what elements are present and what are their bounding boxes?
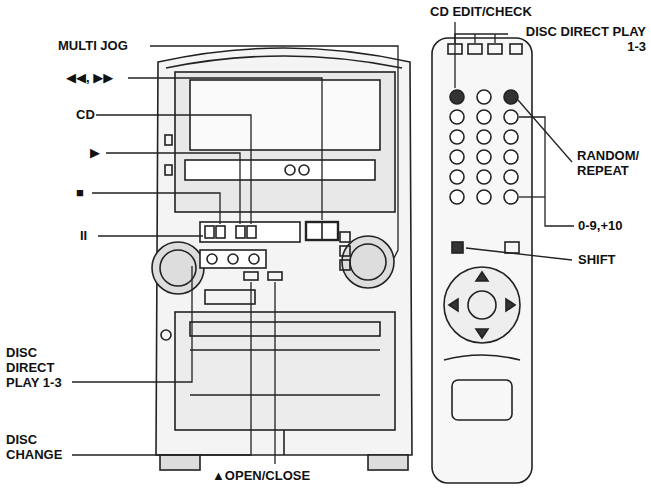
callout-label: 0-9,+10 <box>578 218 622 233</box>
leader-line <box>72 266 192 382</box>
leader-lines <box>72 22 574 464</box>
remote-button <box>477 170 491 184</box>
callout-label: RANDOM/ REPEAT <box>577 148 649 178</box>
leader-line <box>98 235 203 236</box>
callout-label: DISC CHANGE <box>6 432 76 462</box>
remote-button <box>450 130 464 144</box>
leader-line <box>519 196 545 197</box>
remote-button <box>450 170 464 184</box>
button-symbol: ■ <box>76 185 84 200</box>
remote-button <box>450 190 464 204</box>
remote-button <box>477 130 491 144</box>
callout-label: ▲OPEN/CLOSE <box>212 468 310 483</box>
remote-button <box>504 190 518 204</box>
leader-line <box>494 34 495 43</box>
leader-line <box>519 117 574 226</box>
leader-line <box>466 248 572 260</box>
remote-button <box>504 150 518 164</box>
remote-button <box>477 110 491 124</box>
main-unit <box>152 48 412 470</box>
remote-button <box>477 90 491 104</box>
remote-button <box>477 190 491 204</box>
leader-line <box>474 34 475 43</box>
leader-line <box>92 193 220 224</box>
callout-label: CD EDIT/CHECK <box>430 4 580 19</box>
button-symbol: ▶ <box>90 145 100 160</box>
callout-label: CD <box>76 107 95 122</box>
callout-label: DISC DIRECT PLAY 1-3 <box>512 24 646 54</box>
callout-label: SHIFT <box>578 252 616 267</box>
remote-button <box>504 130 518 144</box>
remote-control <box>432 38 532 483</box>
button-symbol: ◀◀, ▶▶ <box>66 70 113 85</box>
remote-button <box>450 90 464 104</box>
remote-button <box>477 150 491 164</box>
leader-line <box>274 282 275 464</box>
leader-line <box>128 78 322 220</box>
leader-line <box>454 22 455 88</box>
remote-button <box>504 110 518 124</box>
remote-button <box>450 110 464 124</box>
remote-button <box>504 90 518 104</box>
remote-button <box>504 170 518 184</box>
callout-label: MULTI JOG <box>58 38 128 53</box>
leader-line <box>72 282 251 455</box>
callout-label: DISC DIRECT PLAY 1-3 <box>6 345 76 390</box>
remote-button <box>450 150 464 164</box>
leader-line <box>96 115 251 224</box>
button-symbol: II <box>80 228 87 243</box>
leader-line <box>455 34 508 43</box>
